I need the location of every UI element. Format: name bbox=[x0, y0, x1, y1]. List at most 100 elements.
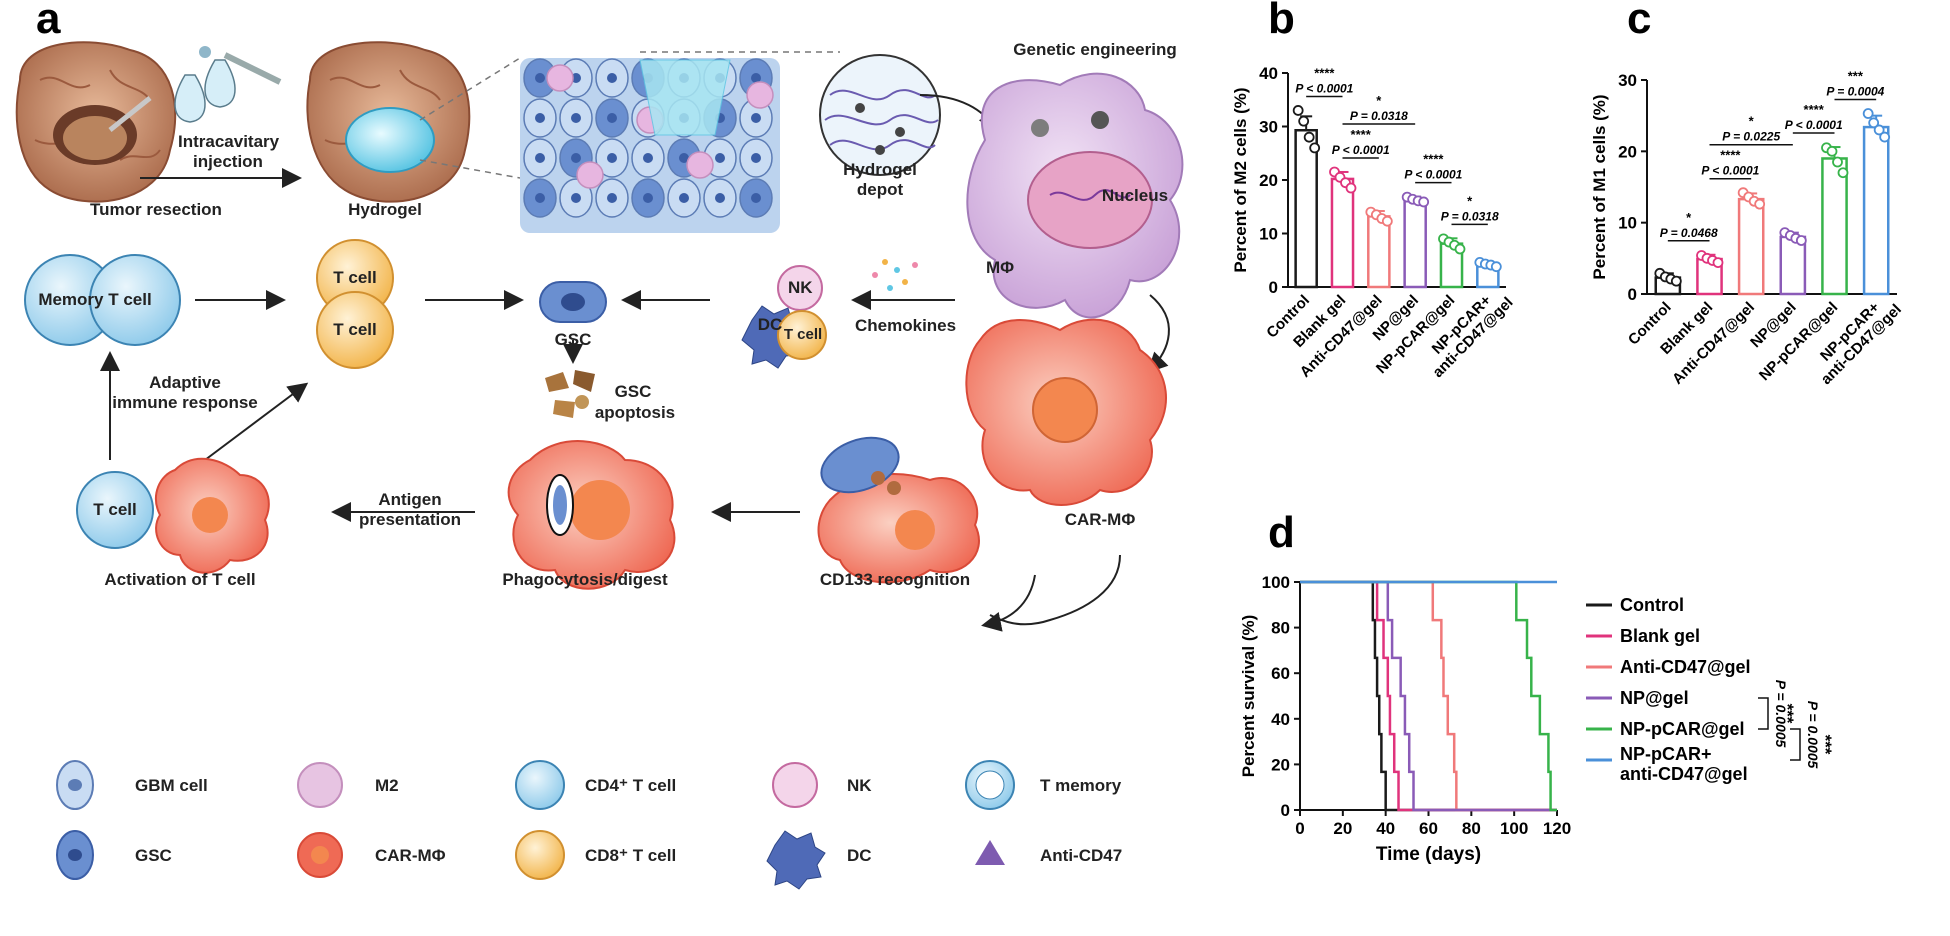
label-adaptive-1: Adaptive bbox=[149, 373, 221, 392]
hydrogel-depot-icon bbox=[819, 54, 941, 176]
significance-p-value: P < 0.0001 bbox=[1295, 81, 1353, 95]
bar bbox=[1821, 157, 1848, 296]
x-tick-label: 0 bbox=[1295, 819, 1304, 838]
significance-stars: *** bbox=[1816, 735, 1835, 755]
label-nk: NK bbox=[788, 278, 813, 297]
tumor-tissue-illustration bbox=[419, 51, 840, 233]
legend-gsc: GSC bbox=[135, 846, 172, 865]
tissue-cell-nucleus bbox=[535, 73, 545, 83]
data-point bbox=[1381, 215, 1393, 227]
legend-label: NP-pCAR@gel bbox=[1620, 719, 1745, 739]
x-tick-label: 100 bbox=[1500, 819, 1528, 838]
data-point bbox=[1795, 235, 1807, 246]
label-chemokines: Chemokines bbox=[855, 316, 957, 335]
legend-nk: NK bbox=[847, 776, 872, 795]
label-memory-t-cell: Memory T cell bbox=[38, 290, 152, 309]
label-injection: injection bbox=[193, 152, 263, 171]
data-point bbox=[1712, 257, 1724, 269]
x-tick-label: 80 bbox=[1462, 819, 1481, 838]
survival-series bbox=[1300, 580, 1557, 812]
data-point bbox=[1309, 142, 1321, 154]
y-axis-label: Percent of M1 cells (%) bbox=[1590, 94, 1609, 279]
tissue-cell-nucleus bbox=[715, 193, 725, 203]
memory-t-cell-illustration bbox=[24, 254, 181, 346]
y-tick-label: 30 bbox=[1259, 118, 1278, 137]
legend-cd8: CD8⁺ T cell bbox=[585, 846, 677, 865]
syringe-drop-icon bbox=[174, 46, 282, 123]
label-macrophage: MΦ bbox=[985, 258, 1015, 277]
label-gsc-apoptosis-1: GSC bbox=[614, 382, 652, 401]
label-t-cell-dc: T cell bbox=[783, 326, 823, 343]
y-tick-label: 0 bbox=[1628, 285, 1637, 304]
tissue-cell-nucleus bbox=[535, 193, 545, 203]
diagram-panel-a: a bbox=[15, 0, 1184, 890]
legend-t-memory: T memory bbox=[1040, 776, 1122, 795]
y-tick-label: 0 bbox=[1281, 801, 1290, 820]
tissue-cell-nucleus bbox=[751, 113, 761, 123]
tissue-cell-nucleus bbox=[571, 113, 581, 123]
significance-p-value: P = 0.0005 bbox=[1805, 701, 1821, 769]
bar bbox=[1367, 215, 1391, 289]
m2-cell bbox=[686, 151, 714, 179]
bar bbox=[1403, 198, 1427, 289]
data-point bbox=[1303, 131, 1315, 143]
data-point bbox=[1873, 124, 1885, 136]
tissue-cell-nucleus bbox=[607, 113, 617, 123]
survival-series bbox=[1300, 580, 1557, 812]
data-point bbox=[1862, 108, 1874, 119]
tissue-cell-nucleus bbox=[571, 193, 581, 203]
significance-stars: * bbox=[1686, 210, 1692, 225]
tissue-cell-nucleus bbox=[679, 153, 689, 163]
label-hydrogel-depot-2: depot bbox=[856, 180, 904, 199]
bar bbox=[1862, 125, 1890, 296]
y-tick-label: 40 bbox=[1259, 64, 1278, 83]
tissue-cell-nucleus bbox=[679, 193, 689, 203]
brain-resection-illustration bbox=[15, 41, 177, 203]
nk-dc-tcell-illustration bbox=[741, 265, 827, 369]
y-tick-label: 10 bbox=[1618, 214, 1637, 233]
label-gsc: GSC bbox=[554, 330, 592, 349]
panel-label-c: c bbox=[1627, 0, 1652, 43]
y-tick-label: 40 bbox=[1271, 710, 1290, 729]
significance-stars: **** bbox=[1720, 148, 1741, 163]
y-tick-label: 10 bbox=[1259, 225, 1278, 244]
caption-activation: Activation of T cell bbox=[104, 570, 256, 589]
tissue-cell-nucleus bbox=[571, 153, 581, 163]
x-tick-label: NP-pCAR+anti-CD47@gel bbox=[1806, 289, 1905, 388]
tissue-cell-nucleus bbox=[535, 113, 545, 123]
label-t-cell-2: T cell bbox=[333, 320, 377, 339]
data-point bbox=[1454, 243, 1466, 255]
tissue-cell-nucleus bbox=[643, 153, 653, 163]
significance-stars: **** bbox=[1314, 65, 1335, 80]
tissue-cell-nucleus bbox=[607, 153, 617, 163]
data-point bbox=[1345, 182, 1357, 194]
brain-hydrogel-illustration bbox=[306, 41, 471, 203]
significance-stars: *** bbox=[1778, 704, 1797, 724]
tissue-cell-nucleus bbox=[751, 73, 761, 83]
label-t-cell-1: T cell bbox=[333, 268, 377, 287]
significance-stars: **** bbox=[1423, 152, 1444, 167]
data-point bbox=[1754, 198, 1766, 210]
label-t-cell-activation: T cell bbox=[93, 500, 137, 519]
label-antigen-2: presentation bbox=[358, 510, 462, 529]
legend-label: NP@gel bbox=[1620, 688, 1689, 708]
data-point bbox=[1868, 117, 1880, 129]
survival-series bbox=[1300, 580, 1557, 812]
legend-label: NP-pCAR+ bbox=[1620, 744, 1712, 764]
car-macrophage-illustration bbox=[965, 318, 1167, 506]
label-intracavitary: Intracavitary bbox=[178, 132, 280, 151]
gsc-cell-illustration bbox=[539, 281, 607, 323]
legend-label: anti-CD47@gel bbox=[1620, 764, 1748, 784]
cd8-t-cell-illustration bbox=[316, 239, 394, 369]
bar bbox=[1294, 128, 1318, 289]
significance-p-value: P = 0.0318 bbox=[1350, 109, 1408, 123]
significance-p-value: P = 0.0468 bbox=[1660, 226, 1718, 240]
data-point bbox=[1298, 115, 1310, 127]
significance-stars: * bbox=[1749, 114, 1755, 129]
phagocytosis-illustration bbox=[507, 440, 676, 590]
caption-phagocytosis: Phagocytosis/digest bbox=[502, 570, 668, 589]
legend-label: Control bbox=[1620, 595, 1684, 615]
